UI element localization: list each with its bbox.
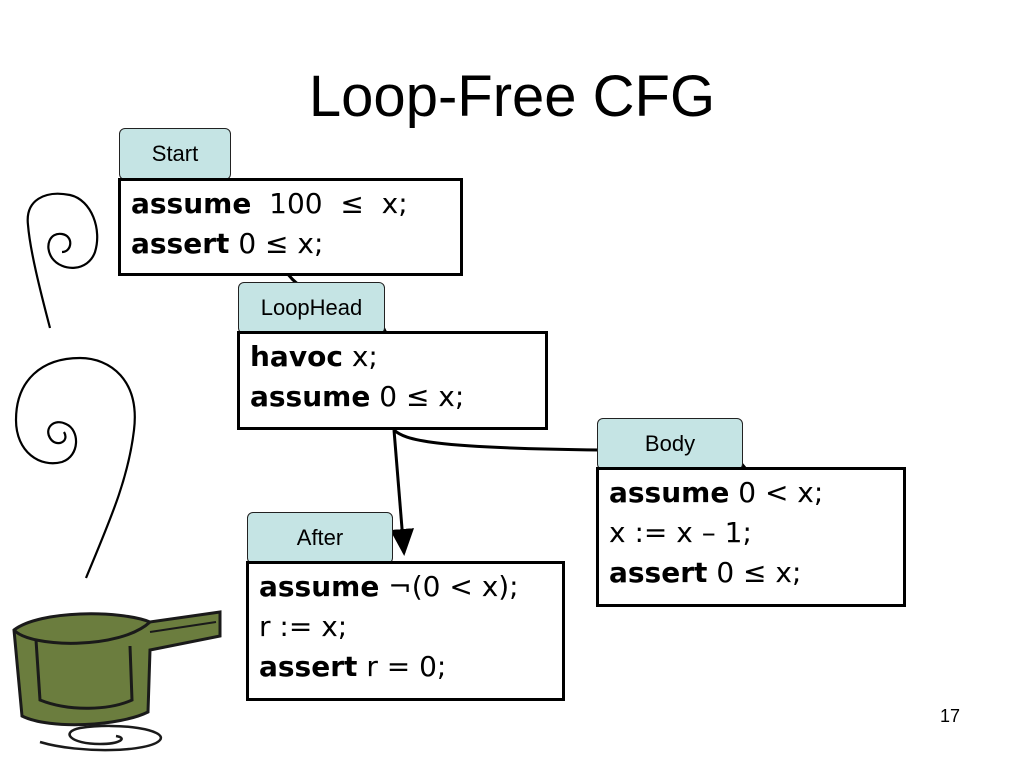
keyword: assert [609, 556, 708, 589]
block-label-body: Body [597, 418, 743, 470]
spiral-decoration [14, 192, 136, 579]
keyword: assert [259, 650, 358, 683]
keyword: assume [259, 570, 380, 603]
block-loophead: havoc x; assume 0 ≤ x; [237, 331, 548, 430]
code-line: x := x – 1; [609, 513, 893, 553]
code-line: assert r = 0; [259, 647, 552, 687]
code-line: assert 0 ≤ x; [131, 224, 450, 264]
code-line: assume 0 ≤ x; [250, 377, 535, 417]
code-line: r := x; [259, 607, 552, 647]
block-start: assume 100 ≤ x; assert 0 ≤ x; [118, 178, 463, 276]
code-text: ¬(0 < x); [379, 570, 519, 603]
code-line: assume 100 ≤ x; [131, 184, 450, 224]
code-text: x := x – 1; [609, 516, 752, 549]
code-line: assume ¬(0 < x); [259, 567, 552, 607]
block-body: assume 0 < x; x := x – 1; assert 0 ≤ x; [596, 467, 906, 607]
block-label-after: After [247, 512, 393, 564]
block-label-loophead: LoopHead [238, 282, 385, 334]
keyword: havoc [250, 340, 343, 373]
keyword: assume [250, 380, 371, 413]
code-line: assert 0 ≤ x; [609, 553, 893, 593]
edge-loophead-to-body [392, 428, 601, 452]
edge-loophead-to-after [390, 429, 415, 556]
block-label-start: Start [119, 128, 231, 180]
block-after: assume ¬(0 < x); r := x; assert r = 0; [246, 561, 565, 701]
slide-title: Loop-Free CFG [308, 64, 716, 129]
code-text: 0 < x; [729, 476, 824, 509]
code-text: 100 ≤ x; [251, 187, 408, 220]
code-text: 0 ≤ x; [229, 227, 324, 260]
keyword: assert [131, 227, 230, 260]
code-text: 0 ≤ x; [370, 380, 465, 413]
keyword: assume [131, 187, 252, 220]
code-text: 0 ≤ x; [707, 556, 802, 589]
cooking-pot-clipart [12, 610, 222, 752]
page-number: 17 [939, 706, 961, 726]
code-text: r = 0; [357, 650, 447, 683]
code-text: r := x; [259, 610, 348, 643]
code-line: assume 0 < x; [609, 473, 893, 513]
code-text: x; [342, 340, 378, 373]
keyword: assume [609, 476, 730, 509]
code-line: havoc x; [250, 337, 535, 377]
